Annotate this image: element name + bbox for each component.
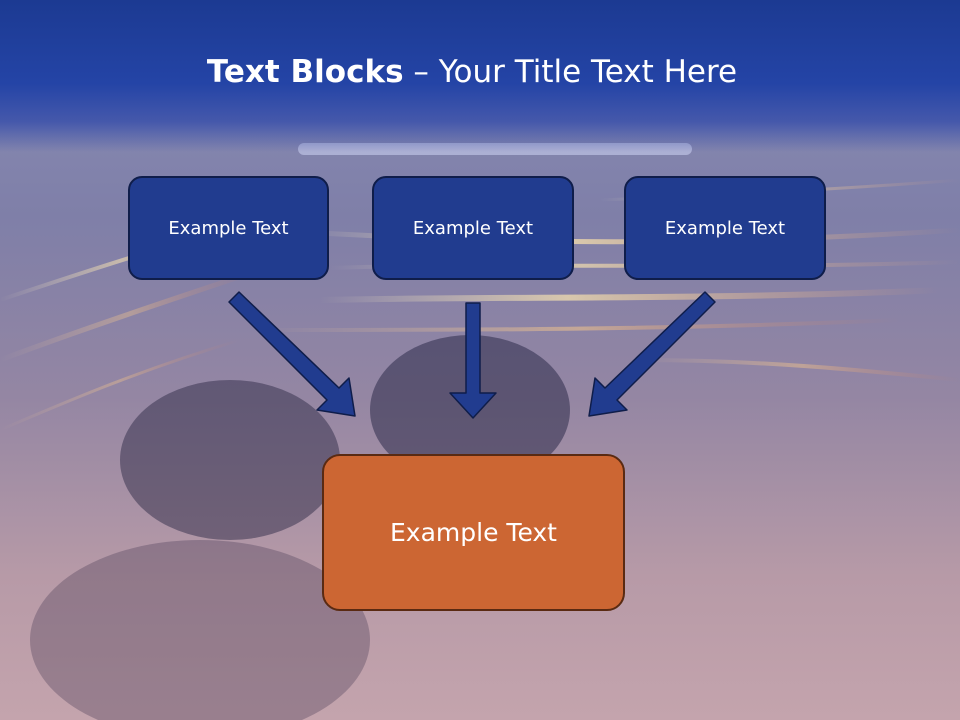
- title-bar: Text Blocks – Your Title Text Here: [0, 0, 960, 152]
- result-block[interactable]: Example Text: [322, 454, 625, 611]
- title-bold-part: Text Blocks: [206, 54, 404, 90]
- text-block-1[interactable]: Example Text: [128, 176, 329, 280]
- text-block-3[interactable]: Example Text: [624, 176, 826, 280]
- text-block-2[interactable]: Example Text: [372, 176, 574, 280]
- slide-title: Text Blocks – Your Title Text Here: [0, 54, 944, 90]
- title-rest-part: – Your Title Text Here: [403, 54, 738, 90]
